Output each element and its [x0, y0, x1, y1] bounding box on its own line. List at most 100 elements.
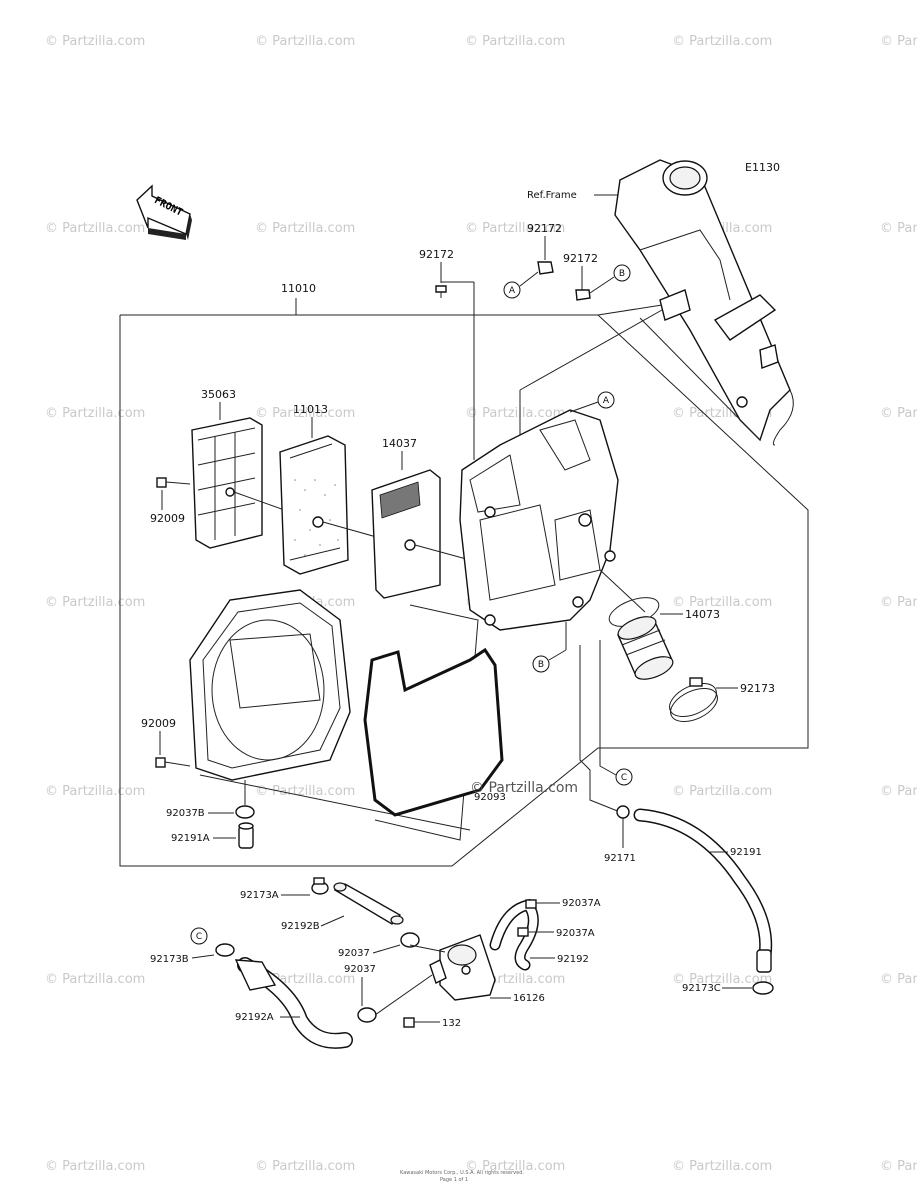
- watermark: © Partzilla.com: [672, 1159, 772, 1174]
- part-label-11010: 11010: [281, 282, 316, 295]
- watermark: © Partzilla.com: [45, 595, 145, 610]
- part-label-92037: 92037: [338, 948, 370, 959]
- watermark: © Partzilla.com: [255, 221, 355, 236]
- screen-14037: [371, 469, 441, 599]
- part-label-92171: 92171: [604, 853, 636, 864]
- part-label-132: 132: [442, 1018, 461, 1029]
- part-label-92009: 92009: [141, 717, 176, 730]
- drain-hose-92191: [633, 808, 773, 973]
- watermark: © Partzilla.com: [880, 34, 917, 49]
- watermark: © Partzilla.com: [465, 221, 565, 236]
- frame-member: [614, 159, 794, 446]
- part-label-92172: 92172: [527, 222, 562, 235]
- watermark: © Partzilla.com: [880, 972, 917, 987]
- watermark: © Partzilla.com: [880, 1159, 917, 1174]
- clamp-92173A: [311, 877, 329, 895]
- grille-35063: [191, 417, 263, 549]
- watermark: © Partzilla.com: [465, 34, 565, 49]
- watermark: © Partzilla.com: [255, 1159, 355, 1174]
- callout-c: [190, 927, 208, 945]
- watermark: © Partzilla.com: [880, 406, 917, 421]
- watermark: © Partzilla.com: [255, 34, 355, 49]
- part-label-92173C: 92173C: [682, 983, 721, 994]
- callout-c-label: C: [196, 932, 202, 942]
- watermark: © Partzilla.com: [672, 595, 772, 610]
- callout-a: [503, 281, 521, 299]
- clamp-92173C: [752, 981, 774, 995]
- part-label-11013: 11013: [293, 403, 328, 416]
- valve-16126: [429, 934, 496, 1001]
- center-watermark: © Partzilla.com: [470, 780, 578, 796]
- ref-frame-label: Ref.Frame: [527, 190, 577, 201]
- clip-92037: [357, 1007, 377, 1023]
- watermark: © Partzilla.com: [45, 784, 145, 799]
- front-arrow-icon: FRONT: [136, 184, 192, 240]
- watermark: © Partzilla.com: [45, 406, 145, 421]
- diagram-code: E1130: [745, 161, 780, 174]
- callout-c-label: C: [621, 773, 627, 783]
- part-label-92172: 92172: [419, 248, 454, 261]
- clip-92037A: [525, 899, 537, 909]
- watermark: © Partzilla.com: [255, 784, 355, 799]
- tube-92191A: [238, 822, 254, 849]
- callout-a-label: A: [509, 286, 516, 296]
- screw-92009: [156, 477, 191, 488]
- air-box-case: [459, 409, 619, 631]
- callout-b: [532, 655, 550, 673]
- part-label-92173A: 92173A: [240, 890, 279, 901]
- watermark: © Partzilla.com: [465, 1159, 565, 1174]
- watermark: © Partzilla.com: [672, 784, 772, 799]
- part-label-92093: 92093: [474, 792, 506, 803]
- watermark: © Partzilla.com: [672, 34, 772, 49]
- part-label-92037A: 92037A: [556, 928, 595, 939]
- hose-92192A: [234, 957, 353, 1049]
- watermark: © Partzilla.com: [880, 221, 917, 236]
- clip-92037A: [517, 927, 529, 937]
- part-label-14037: 14037: [382, 437, 417, 450]
- tube-92192B: [333, 882, 404, 925]
- footer-page: Page 1 of 1: [440, 1177, 468, 1183]
- duct-14073: [617, 616, 674, 680]
- air-cleaner-cover: [189, 589, 351, 781]
- watermark: © Partzilla.com: [45, 972, 145, 987]
- watermark: © Partzilla.com: [880, 784, 917, 799]
- watermark: © Partzilla.com: [255, 406, 355, 421]
- bolt-132: [403, 1017, 430, 1028]
- hose-92192: [489, 898, 539, 971]
- part-label-92192A: 92192A: [235, 1012, 274, 1023]
- part-label-92009: 92009: [150, 512, 185, 525]
- part-label-92037A: 92037A: [562, 898, 601, 909]
- assembly-outline-11010: [119, 298, 809, 867]
- part-label-14073: 14073: [685, 608, 720, 621]
- part-label-16126: 16126: [513, 993, 545, 1004]
- bolt-92172: [537, 261, 554, 275]
- clamp-92173B: [215, 943, 235, 957]
- clamp-92037B: [235, 805, 255, 819]
- clip-92037: [400, 932, 420, 948]
- screw-92009: [155, 757, 191, 768]
- filter-element-11013: [279, 435, 349, 575]
- part-label-92192B: 92192B: [281, 921, 320, 932]
- gasket-92093: [363, 647, 504, 817]
- part-label-92191: 92191: [730, 847, 762, 858]
- part-label-35063: 35063: [201, 388, 236, 401]
- watermark: © Partzilla.com: [672, 972, 772, 987]
- part-label-92191A: 92191A: [171, 833, 210, 844]
- callout-c: [615, 768, 633, 786]
- callout-a: [597, 391, 615, 409]
- part-label-92037: 92037: [344, 964, 376, 975]
- watermark: © Partzilla.com: [465, 406, 565, 421]
- callout-b-label: B: [619, 269, 625, 279]
- part-label-92037B: 92037B: [166, 808, 205, 819]
- bolt-92172: [435, 285, 447, 298]
- part-label-92173: 92173: [740, 682, 775, 695]
- callout-a-label: A: [603, 396, 610, 406]
- callout-b-label: B: [538, 660, 544, 670]
- bolt-92172: [575, 289, 591, 301]
- callout-b: [613, 264, 631, 282]
- hose-clamp-92173: [669, 677, 718, 723]
- watermark: © Partzilla.com: [880, 595, 917, 610]
- clip-92171: [616, 805, 630, 819]
- footer-copyright: Kawasaki Motors Corp., U.S.A. All rights…: [400, 1170, 524, 1176]
